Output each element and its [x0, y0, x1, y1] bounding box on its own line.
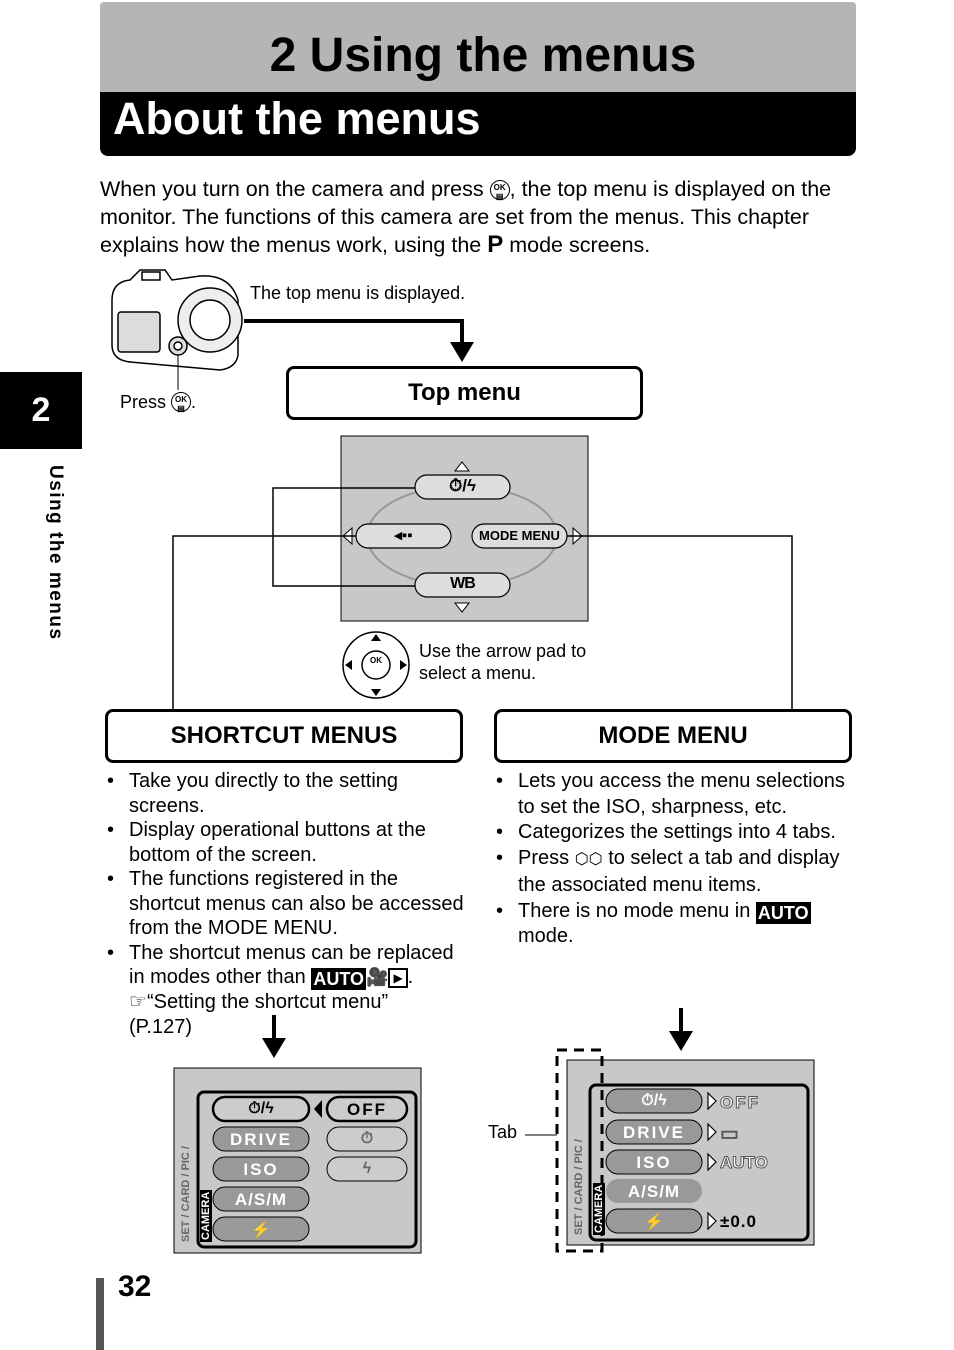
- list-item: The shortcut menus can be replaced in mo…: [105, 941, 465, 1040]
- p-mode-icon: P: [487, 231, 504, 258]
- top-menu-left-item: ◂▪▪: [394, 527, 413, 544]
- intro-text: , the top menu is displayed on the: [509, 177, 832, 201]
- arrow-pad-icon: [342, 631, 410, 699]
- camera-icon: [111, 269, 243, 390]
- flash-icon: ⚡: [251, 1222, 271, 1239]
- bullet-text: Press: [518, 847, 570, 870]
- screen-left-row: ISO: [243, 1160, 279, 1179]
- screen-right-tabs: SET / CARD / PIC / CAMERA: [573, 1139, 605, 1235]
- intro-text: explains how the menus work, using the: [100, 233, 482, 257]
- screen-right-row: A/S/M: [627, 1182, 681, 1201]
- screen-right-row: ISO: [636, 1153, 672, 1172]
- top-menu-up-item: ⏱/ϟ: [449, 476, 476, 495]
- top-menu-box: Top menu: [286, 366, 643, 420]
- bullet-text: The shortcut menus can be replaced: [129, 941, 454, 964]
- ok-button-icon: OK▤: [489, 180, 510, 201]
- screen-left-row: ⏱/ϟ: [248, 1100, 274, 1117]
- mode-bullets: Lets you access the menu selections to s…: [494, 769, 854, 950]
- chapter-title: 2 Using the menus: [269, 29, 697, 82]
- list-item: Display operational buttons at the botto…: [105, 818, 465, 867]
- mode-menu-box: MODE MENU: [494, 709, 852, 763]
- bullet-text: There is no mode menu in: [518, 899, 751, 922]
- list-item: There is no mode menu in AUTO mode.: [494, 899, 854, 950]
- reference-text: “Setting the shortcut menu”: [146, 991, 389, 1013]
- page-number-bar: [96, 1278, 104, 1350]
- tab-pic: PIC: [180, 1152, 192, 1171]
- top-menu-displayed-caption: The top menu is displayed.: [250, 283, 466, 303]
- shortcut-menus-box: SHORTCUT MENUS: [105, 709, 463, 763]
- arrow-pad-caption: Use the arrow pad to select a menu.: [419, 640, 586, 684]
- screen-right-row: ⏱/ϟ: [641, 1092, 667, 1109]
- auto-mode-icon: AUTO: [755, 901, 811, 924]
- intro-text: monitor. The functions of this camera ar…: [100, 204, 810, 229]
- top-menu-right-item: MODE MENU: [479, 528, 560, 543]
- intro-text: When you turn on the camera and press: [100, 177, 484, 201]
- tab-label: Tab: [488, 1122, 518, 1142]
- press-caption: Press OK▤.: [120, 392, 197, 413]
- page-number: 32: [118, 1270, 152, 1303]
- playback-icon: ▶: [388, 968, 408, 988]
- screen-left-tabs: SET / CARD / PIC / CAMERA: [180, 1146, 212, 1242]
- screen-left-row: DRIVE: [230, 1130, 292, 1149]
- intro-paragraph: When you turn on the camera and press OK…: [100, 176, 860, 260]
- chapter-header-band: [100, 2, 856, 94]
- bullet-text: to select a tab and display the associat…: [518, 847, 840, 896]
- reference-icon: ☞: [129, 991, 147, 1013]
- chapter-side-label: Using the menus: [45, 465, 66, 641]
- movie-mode-icon: 🎥: [366, 967, 389, 987]
- caption-line: select a menu.: [419, 663, 537, 683]
- remote-icon: ϟ: [362, 1160, 372, 1177]
- section-title: About the menus: [113, 93, 481, 144]
- top-menu-down-item: WB: [450, 575, 476, 592]
- shortcut-bullets: Take you directly to the setting screens…: [105, 769, 465, 1039]
- bullet-text: mode.: [518, 925, 574, 948]
- screen-right-value: OFF: [720, 1093, 760, 1113]
- auto-mode-icon: AUTO: [311, 968, 367, 990]
- press-text: Press: [120, 392, 167, 412]
- bullet-text: in modes other than: [129, 966, 306, 988]
- chapter-tab: 2: [0, 372, 82, 449]
- screen-right-value: ±0.0: [720, 1212, 757, 1231]
- intro-text: mode screens.: [509, 233, 651, 257]
- tab-camera: CAMERA: [593, 1182, 605, 1235]
- tab-camera: CAMERA: [200, 1189, 212, 1242]
- tab-card: CARD: [573, 1172, 585, 1205]
- list-item: Press ⬡⬡ to select a tab and display the…: [494, 846, 854, 898]
- tab-card: CARD: [180, 1179, 192, 1212]
- screen-right-value: AUTO: [720, 1153, 769, 1173]
- reference-page: (P.127): [129, 1015, 193, 1038]
- section-header-band: [100, 92, 856, 156]
- arrow-pad-ok-label: OK: [370, 656, 382, 665]
- screen-right-value: ▭: [720, 1123, 739, 1145]
- screen-left-option: OFF: [347, 1100, 387, 1119]
- caption-line: Use the arrow pad to: [419, 641, 587, 661]
- tab-set: SET: [180, 1220, 192, 1242]
- tab-pic: PIC: [573, 1145, 585, 1164]
- screen-right-row: DRIVE: [623, 1123, 685, 1142]
- list-item: Take you directly to the setting screens…: [105, 769, 465, 818]
- list-item: Categorizes the settings into 4 tabs.: [494, 820, 854, 846]
- ok-button-icon: OK▤: [171, 392, 192, 413]
- screen-left-row: A/S/M: [234, 1190, 288, 1209]
- up-down-arrows-icon: ⬡⬡: [574, 851, 603, 869]
- self-timer-icon: ⏱: [360, 1130, 374, 1147]
- tab-set: SET: [573, 1213, 585, 1235]
- list-item: Lets you access the menu selections to s…: [494, 769, 854, 820]
- flash-icon: ⚡: [644, 1214, 664, 1231]
- list-item: The functions registered in the shortcut…: [105, 867, 465, 941]
